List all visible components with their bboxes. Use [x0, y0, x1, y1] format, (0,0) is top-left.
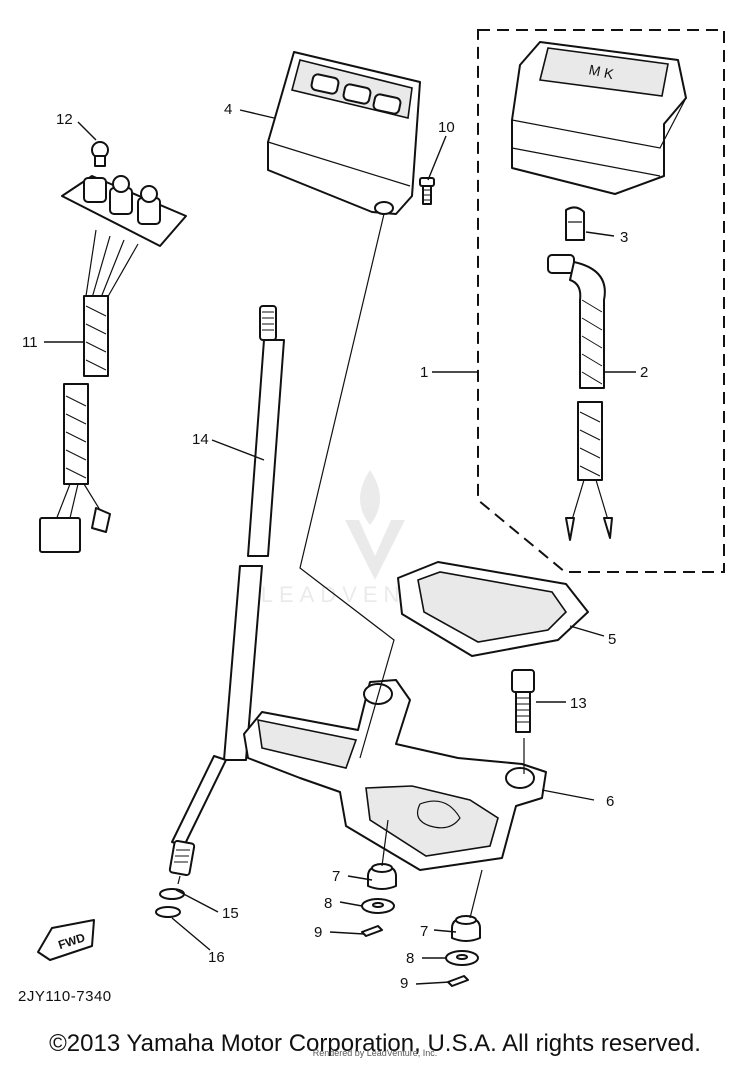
callout-6: 6 [606, 793, 614, 810]
grommet-left [367, 863, 397, 890]
rendered-by-notice: Rendered by LeadVenture, Inc. [312, 1048, 438, 1058]
callout-2: 2 [640, 364, 648, 381]
callout-8-right: 8 [406, 950, 414, 967]
pin-right [447, 975, 469, 987]
svg-text:M K: M K [587, 61, 615, 82]
forward-arrow-icon: FWD [37, 919, 95, 961]
washer-left [361, 898, 395, 914]
callout-4: 4 [224, 101, 232, 118]
grommet-right [451, 915, 481, 942]
indicator-harness [39, 175, 187, 553]
washer-right [445, 950, 479, 966]
meter-lead-wire [547, 254, 613, 541]
callout-5: 5 [608, 631, 616, 648]
o-ring [155, 906, 181, 918]
meter-case [267, 51, 421, 215]
diagram-code: 2JY110-7340 [18, 988, 112, 1005]
callout-14: 14 [192, 431, 209, 448]
callout-7-left: 7 [332, 868, 340, 885]
meter-bulb [565, 206, 585, 241]
callout-3: 3 [620, 229, 628, 246]
callout-7-right: 7 [420, 923, 428, 940]
parts-diagram: LEADVENTURE M K [22, 29, 725, 992]
reference-lines [299, 213, 525, 919]
indicator-bulb [91, 141, 109, 167]
callout-1: 1 [420, 364, 428, 381]
callout-9-left: 9 [314, 924, 322, 941]
callout-10: 10 [438, 119, 455, 136]
callout-labels: 1 2 3 4 5 6 7 7 8 8 9 9 10 11 12 13 14 1… [22, 101, 648, 992]
copyright-notice: ©2013 Yamaha Motor Corporation, U.S.A. A… [49, 1030, 701, 1057]
callout-12: 12 [56, 111, 73, 128]
callout-9-right: 9 [400, 975, 408, 992]
callout-15: 15 [222, 905, 239, 922]
meter-housing-assembly: M K [511, 41, 687, 195]
callout-11: 11 [22, 334, 38, 351]
speedometer-cable [168, 305, 285, 885]
bolt [511, 669, 535, 733]
callout-16: 16 [208, 949, 225, 966]
meter-bracket [243, 679, 547, 871]
callout-leaders [44, 109, 636, 985]
meter-damper [397, 561, 589, 657]
screw [419, 177, 435, 205]
callout-13: 13 [570, 695, 587, 712]
pin-left [361, 925, 383, 937]
callout-8-left: 8 [324, 895, 332, 912]
clip [159, 888, 185, 900]
